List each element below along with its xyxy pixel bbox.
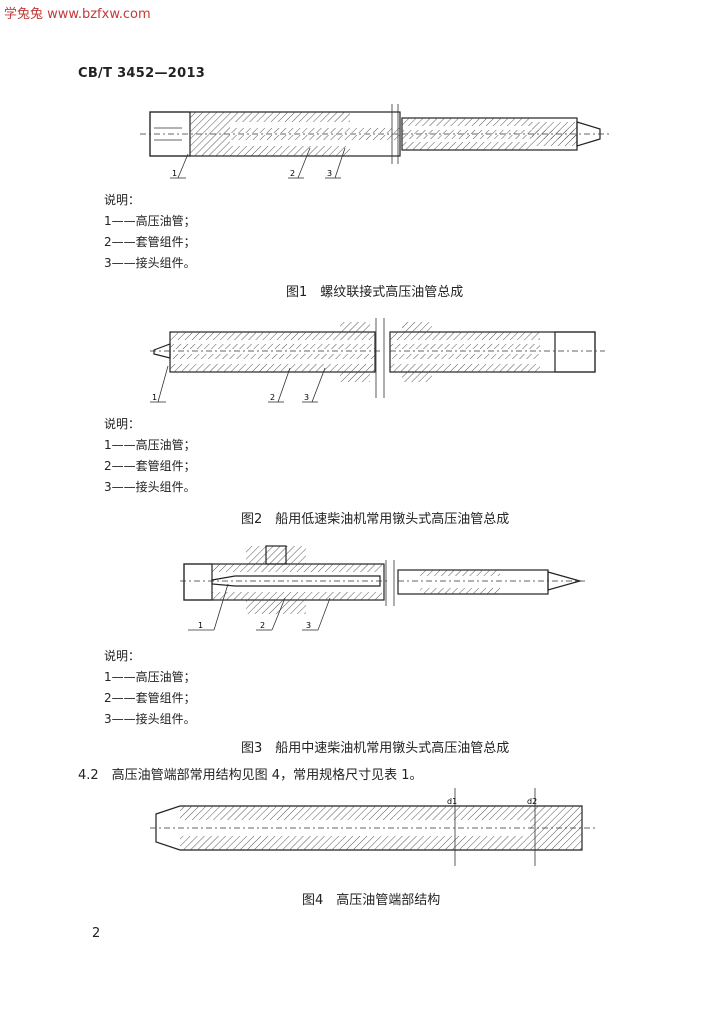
figure-2-drawing: 1 2 3 (150, 318, 605, 403)
legend-item: 3——接头组件。 (104, 256, 196, 270)
legend-title: 说明： (104, 417, 141, 431)
legend-item: 3——接头组件。 (104, 480, 196, 494)
figure-1-callout-3: 3 (327, 169, 332, 178)
figure-3-legend: 说明： 1——高压油管； 2——套管组件； 3——接头组件。 (104, 646, 196, 730)
figure-3-caption: 图3 船用中速柴油机常用镦头式高压油管总成 (241, 741, 510, 756)
legend-item: 2——套管组件； (104, 235, 196, 249)
figure-1-callout-1: 1 (172, 169, 177, 178)
figure-2-callout-2: 2 (270, 393, 275, 402)
clause-4-2: 4.2 高压油管端部常用结构见图 4，常用规格尺寸见表 1。 (78, 768, 423, 783)
legend-title: 说明： (104, 193, 141, 207)
figure-3-callout-3: 3 (306, 621, 311, 630)
figure-2-caption: 图2 船用低速柴油机常用镦头式高压油管总成 (241, 512, 510, 527)
figure-1-legend: 说明： 1——高压油管； 2——套管组件； 3——接头组件。 (104, 190, 196, 274)
legend-item: 1——高压油管； (104, 670, 196, 684)
figure-2-legend: 说明： 1——高压油管； 2——套管组件； 3——接头组件。 (104, 414, 196, 498)
figure-2-callout-3: 3 (304, 393, 309, 402)
legend-title: 说明： (104, 649, 141, 663)
legend-item: 2——套管组件； (104, 459, 196, 473)
figure-2-callout-1: 1 (152, 393, 157, 402)
figure-1-drawing: 1 2 3 (140, 104, 610, 179)
watermark: 学兔兔 www.bzfxw.com (4, 7, 151, 22)
figure-4-callout-d1: d1 (447, 797, 457, 806)
page-number: 2 (92, 926, 101, 941)
legend-item: 1——高压油管； (104, 438, 196, 452)
figure-1-callout-2: 2 (290, 169, 295, 178)
figure-3-callout-2: 2 (260, 621, 265, 630)
figure-4-caption: 图4 高压油管端部结构 (302, 893, 441, 908)
legend-item: 2——套管组件； (104, 691, 196, 705)
figure-3-callout-1: 1 (198, 621, 203, 630)
figure-3-drawing: 1 2 3 (180, 545, 585, 631)
figure-4-drawing: d1 d2 (150, 788, 595, 866)
legend-item: 1——高压油管； (104, 214, 196, 228)
standard-number: CB/T 3452—2013 (78, 66, 206, 81)
legend-item: 3——接头组件。 (104, 712, 196, 726)
figure-4-callout-d2: d2 (527, 797, 537, 806)
figure-1-caption: 图1 螺纹联接式高压油管总成 (286, 285, 464, 300)
